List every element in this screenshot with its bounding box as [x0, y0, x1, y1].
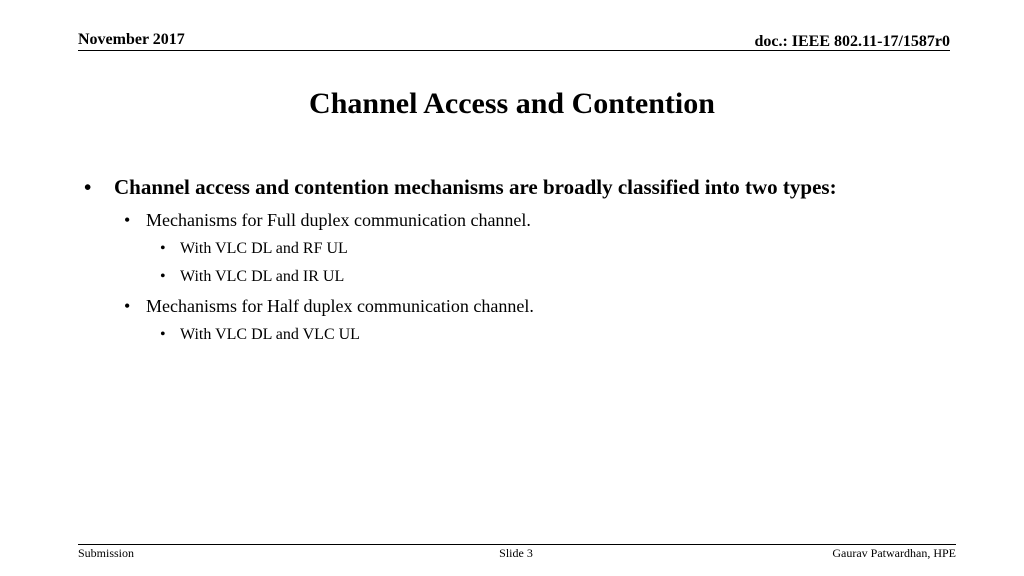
bullet-item-text: With VLC DL and RF UL — [180, 240, 348, 257]
slide-title: Channel Access and Contention — [309, 87, 715, 120]
header-doc-id: doc.: IEEE 802.11-17/1587r0 — [754, 33, 950, 50]
footer-slide-number: Slide 3 — [499, 546, 533, 560]
footer-author: Gaurav Patwardhan, HPE — [832, 546, 956, 560]
bullet-icon: • — [124, 210, 131, 230]
header-date: November 2017 — [78, 31, 185, 48]
bullet-full-duplex: • Mechanisms for Full duplex communicati… — [84, 208, 944, 232]
bullet-icon: • — [160, 268, 166, 285]
bullet-item-text: With VLC DL and IR UL — [180, 268, 345, 285]
bullet-half-duplex-text: Mechanisms for Half duplex communication… — [146, 296, 534, 316]
bullet-full-duplex-item-1: • With VLC DL and RF UL — [84, 238, 944, 260]
header-divider — [78, 50, 950, 51]
bullet-full-duplex-text: Mechanisms for Full duplex communication… — [146, 210, 531, 230]
bullet-half-duplex-item-1: • With VLC DL and VLC UL — [84, 324, 944, 346]
slide-body: • Channel access and contention mechanis… — [84, 172, 944, 346]
footer-submission: Submission — [78, 546, 135, 560]
bullet-full-duplex-item-2: • With VLC DL and IR UL — [84, 266, 944, 288]
bullet-icon: • — [124, 296, 131, 316]
bullet-main: • Channel access and contention mechanis… — [84, 172, 944, 202]
bullet-item-text: With VLC DL and VLC UL — [180, 326, 360, 343]
bullet-icon: • — [160, 326, 166, 343]
bullet-main-text: Channel access and contention mechanisms… — [114, 175, 837, 199]
bullet-icon: • — [160, 240, 166, 257]
bullet-half-duplex: • Mechanisms for Half duplex communicati… — [84, 294, 944, 318]
footer-divider — [78, 544, 956, 545]
bullet-icon: • — [84, 175, 92, 199]
